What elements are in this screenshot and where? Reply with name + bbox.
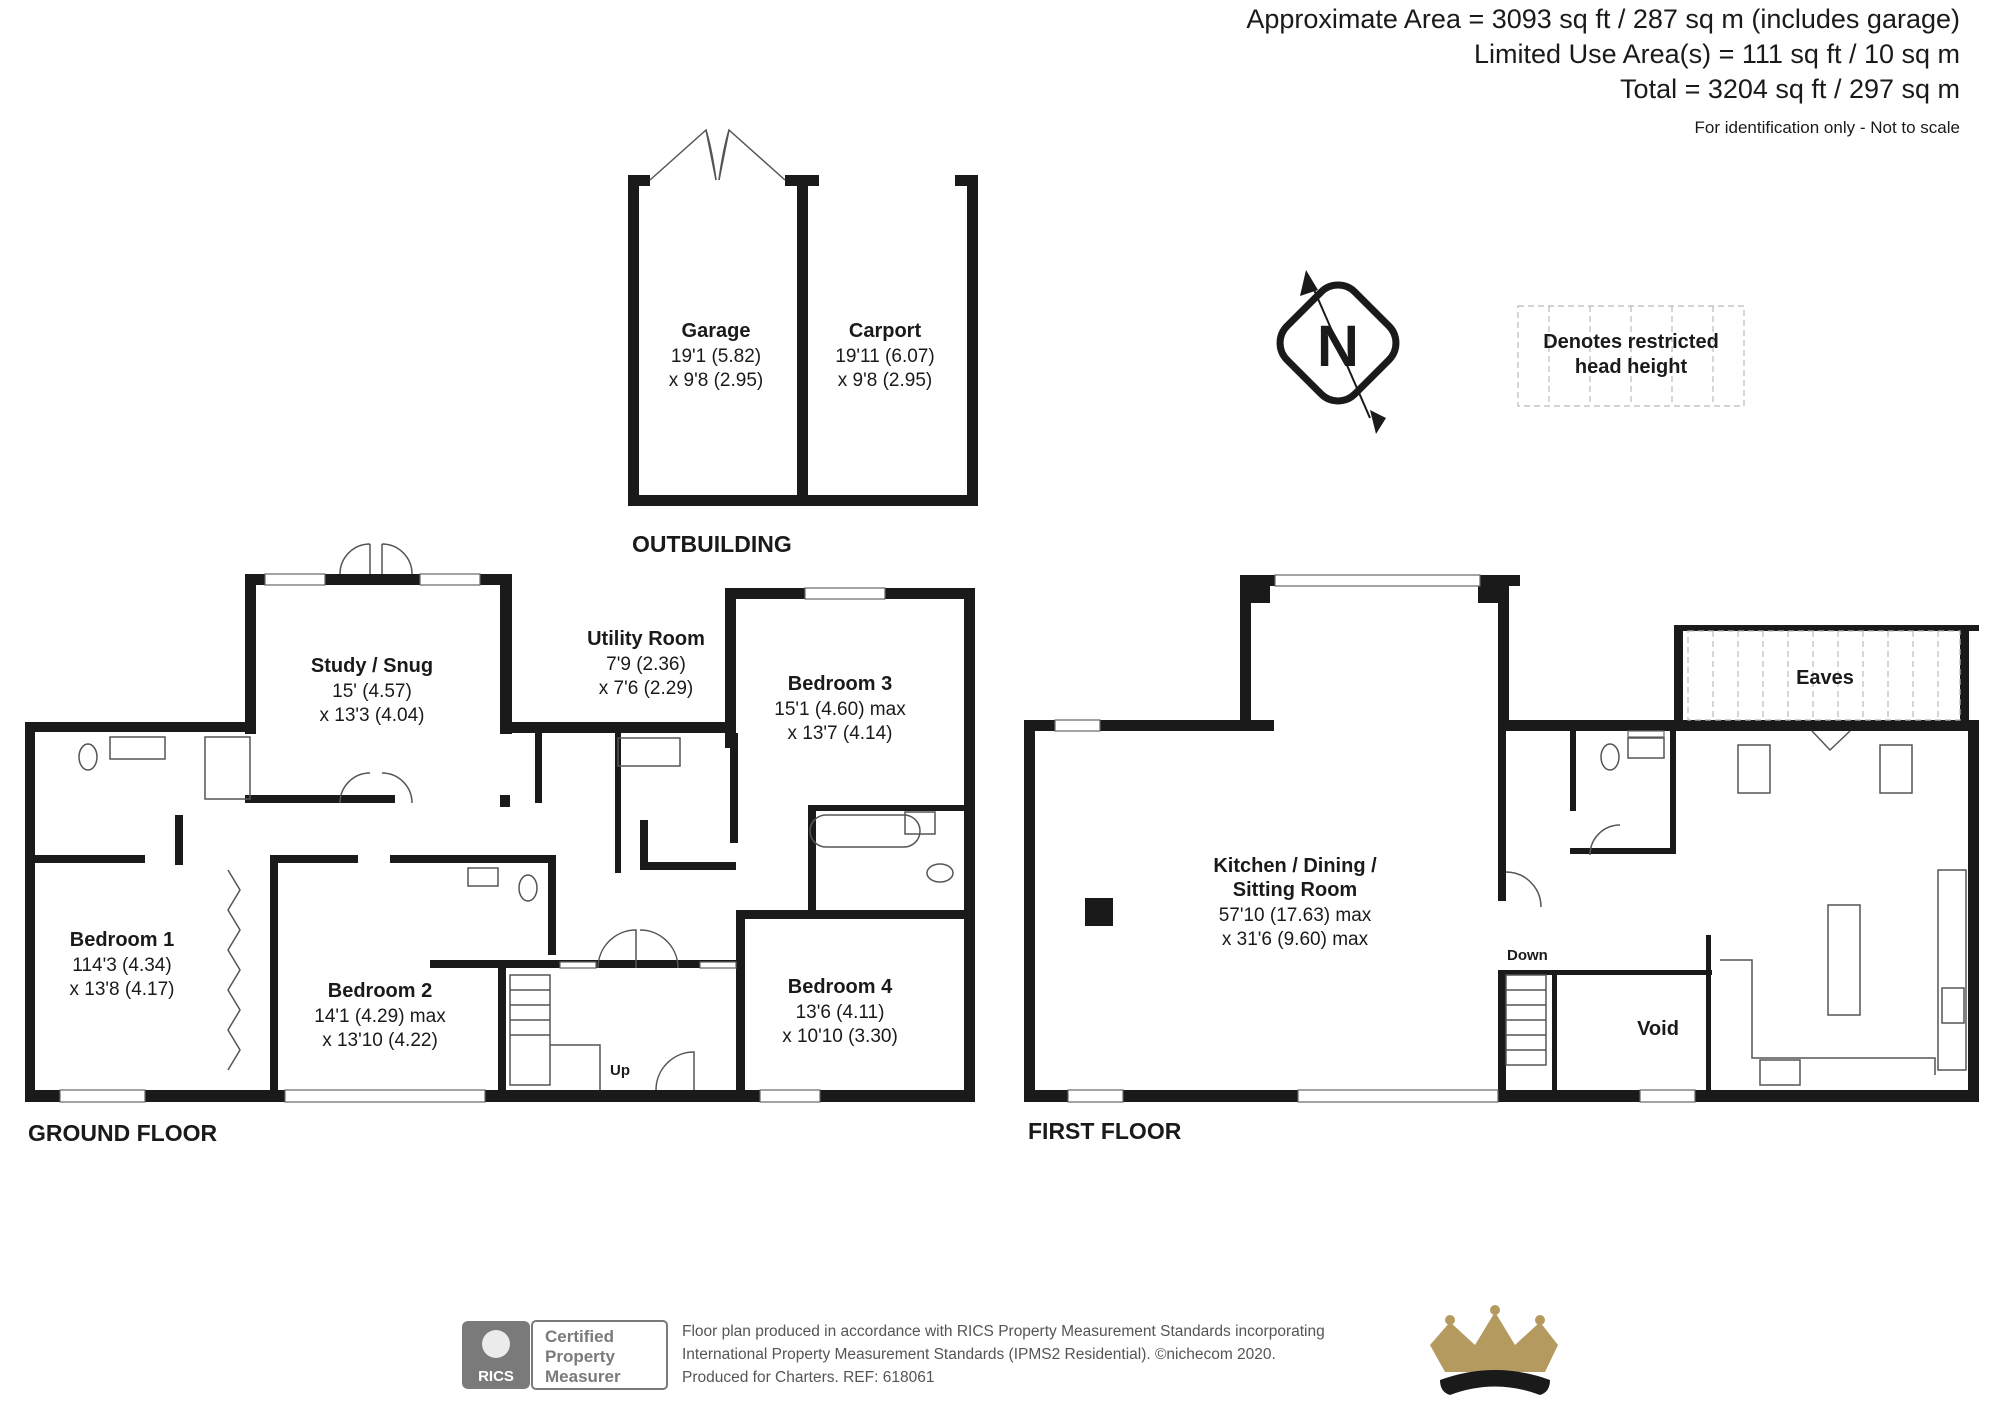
utility-dim2: x 7'6 (2.29) <box>599 678 693 699</box>
bedroom3-dim1: 15'1 (4.60) max <box>774 699 906 720</box>
rics-logo-text: RICS <box>478 1368 514 1385</box>
void-name: Void <box>1637 1018 1679 1040</box>
utility-name: Utility Room <box>587 628 705 650</box>
crown-logo-icon <box>1430 1305 1558 1395</box>
kitchen-dim2: x 31'6 (9.60) max <box>1222 929 1369 950</box>
bedroom2-name: Bedroom 2 <box>328 980 432 1002</box>
bedroom2-dim1: 14'1 (4.29) max <box>314 1006 446 1027</box>
hob-icon <box>1941 987 1965 1024</box>
ground-floor-label: GROUND FLOOR <box>28 1120 217 1146</box>
compass-icon: N <box>1276 270 1400 434</box>
garage-name: Garage <box>682 320 751 342</box>
study-dim2: x 13'3 (4.04) <box>319 705 424 726</box>
area-total: Total = 3204 sq ft / 297 sq m <box>1620 74 1960 104</box>
study-dim1: 15' (4.57) <box>332 681 412 702</box>
footer-line2: International Property Measurement Stand… <box>682 1346 1276 1363</box>
kitchen-name-1: Kitchen / Dining / <box>1213 855 1377 877</box>
ground-floor <box>25 543 975 1103</box>
eaves-name: Eaves <box>1796 667 1854 689</box>
outbuilding-label: OUTBUILDING <box>632 531 792 557</box>
first-floor <box>1024 574 1979 1103</box>
bedroom4-name: Bedroom 4 <box>788 976 893 998</box>
area-approx: Approximate Area = 3093 sq ft / 287 sq m… <box>1246 4 1960 34</box>
kitchen-name-2: Sitting Room <box>1233 879 1357 901</box>
bedroom4-dim1: 13'6 (4.11) <box>796 1002 885 1023</box>
bath-icon <box>809 814 921 848</box>
garage-dim2: x 9'8 (2.95) <box>669 370 763 391</box>
carport-dim1: 19'11 (6.07) <box>835 346 934 367</box>
bedroom4-dim2: x 10'10 (3.30) <box>782 1026 898 1047</box>
bedroom1-dim1: 114'3 (4.34) <box>72 955 171 976</box>
restricted-height-legend <box>1517 305 1745 407</box>
toilet-icon <box>78 743 98 771</box>
area-limited: Limited Use Area(s) = 111 sq ft / 10 sq … <box>1474 39 1960 69</box>
shower-icon <box>204 736 251 800</box>
bedroom1-name: Bedroom 1 <box>70 929 174 951</box>
garage-dim1: 19'1 (5.82) <box>671 346 761 367</box>
bedroom2-dim2: x 13'10 (4.22) <box>322 1030 438 1051</box>
footer-line3: Produced for Charters. REF: 618061 <box>682 1369 935 1386</box>
rics-line2: Property <box>545 1347 615 1366</box>
rics-line1: Certified <box>545 1327 614 1346</box>
stairs-down-label: Down <box>1507 947 1548 964</box>
first-floor-label: FIRST FLOOR <box>1028 1118 1182 1144</box>
bedroom3-name: Bedroom 3 <box>788 673 892 695</box>
kitchen-dim1: 57'10 (17.63) max <box>1219 905 1372 926</box>
compass-letter: N <box>1317 314 1359 379</box>
study-name: Study / Snug <box>311 655 433 677</box>
rics-logo-icon: RICS Certified Property Measurer <box>462 1320 668 1390</box>
outbuilding <box>628 128 978 506</box>
carport-dim2: x 9'8 (2.95) <box>838 370 932 391</box>
utility-dim1: 7'9 (2.36) <box>606 654 686 675</box>
footer-line1: Floor plan produced in accordance with R… <box>682 1323 1325 1340</box>
carport-name: Carport <box>849 320 922 342</box>
rics-line3: Measurer <box>545 1367 621 1386</box>
disclaimer: For identification only - Not to scale <box>1694 118 1960 137</box>
legend-line1: Denotes restricted <box>1543 331 1719 353</box>
bedroom1-dim2: x 13'8 (4.17) <box>69 979 174 1000</box>
bedroom3-dim2: x 13'7 (4.14) <box>787 723 892 744</box>
sink-icon <box>109 736 166 760</box>
stairs-up-label: Up <box>610 1062 630 1079</box>
legend-line2: head height <box>1575 356 1688 378</box>
